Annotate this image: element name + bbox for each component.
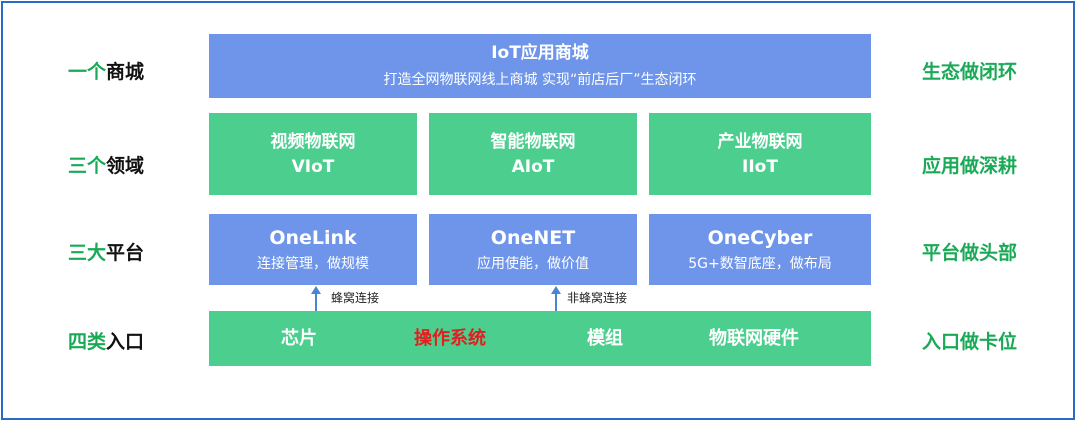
domain-code: AIoT (511, 156, 555, 177)
entry-module: 模组 (587, 328, 623, 349)
platform-box-onelink: OneLink 连接管理，做规模 (209, 214, 417, 285)
domain-name: 智能物联网 (490, 131, 576, 152)
platform-box-onecyber: OneCyber 5G+数智底座，做布局 (649, 214, 871, 285)
platform-desc: 连接管理，做规模 (257, 255, 369, 272)
entry-chip: 芯片 (281, 328, 317, 349)
row-goal-domains: 应用做深耕 (922, 155, 1018, 177)
arrow-shaft (315, 293, 317, 311)
mall-subtitle: 打造全网物联网线上商城 实现“前店后厂”生态闭环 (383, 72, 697, 88)
entries-bar: 芯片 操作系统 模组 物联网硬件 (209, 311, 871, 366)
arrow-up-icon (551, 286, 561, 294)
platform-desc: 5G+数智底座，做布局 (688, 255, 832, 272)
row-label-mall: 一个商城 (68, 61, 145, 83)
entry-hardware: 物联网硬件 (709, 328, 799, 349)
domain-name: 视频物联网 (270, 131, 356, 152)
domain-name: 产业物联网 (717, 131, 803, 152)
mall-title: IoT应用商城 (491, 43, 589, 63)
domain-box-viot: 视频物联网 VIoT (209, 113, 417, 195)
domain-code: IIoT (742, 156, 778, 177)
connection-label-noncellular: 非蜂窝连接 (567, 291, 628, 305)
row-label-platforms: 三大平台 (68, 242, 145, 264)
domain-box-iiot: 产业物联网 IIoT (649, 113, 871, 195)
entry-os: 操作系统 (414, 328, 486, 349)
row-goal-platforms: 平台做头部 (922, 242, 1018, 264)
domain-box-aiot: 智能物联网 AIoT (429, 113, 637, 195)
row-goal-mall: 生态做闭环 (922, 61, 1018, 83)
connection-label-cellular: 蜂窝连接 (331, 291, 380, 305)
row-label-domains: 三个领域 (68, 155, 145, 177)
domain-code: VIoT (291, 156, 335, 177)
platform-desc: 应用使能，做价值 (477, 255, 589, 272)
platform-name: OneLink (269, 226, 357, 249)
row-goal-entries: 入口做卡位 (922, 331, 1018, 353)
arrow-shaft (555, 293, 557, 311)
mall-box: IoT应用商城 打造全网物联网线上商城 实现“前店后厂”生态闭环 (209, 34, 871, 98)
platform-box-onenet: OneNET 应用使能，做价值 (429, 214, 637, 285)
platform-name: OneCyber (707, 226, 813, 249)
row-label-entries: 四类入口 (68, 331, 145, 353)
arrow-up-icon (311, 286, 321, 294)
platform-name: OneNET (490, 226, 576, 249)
